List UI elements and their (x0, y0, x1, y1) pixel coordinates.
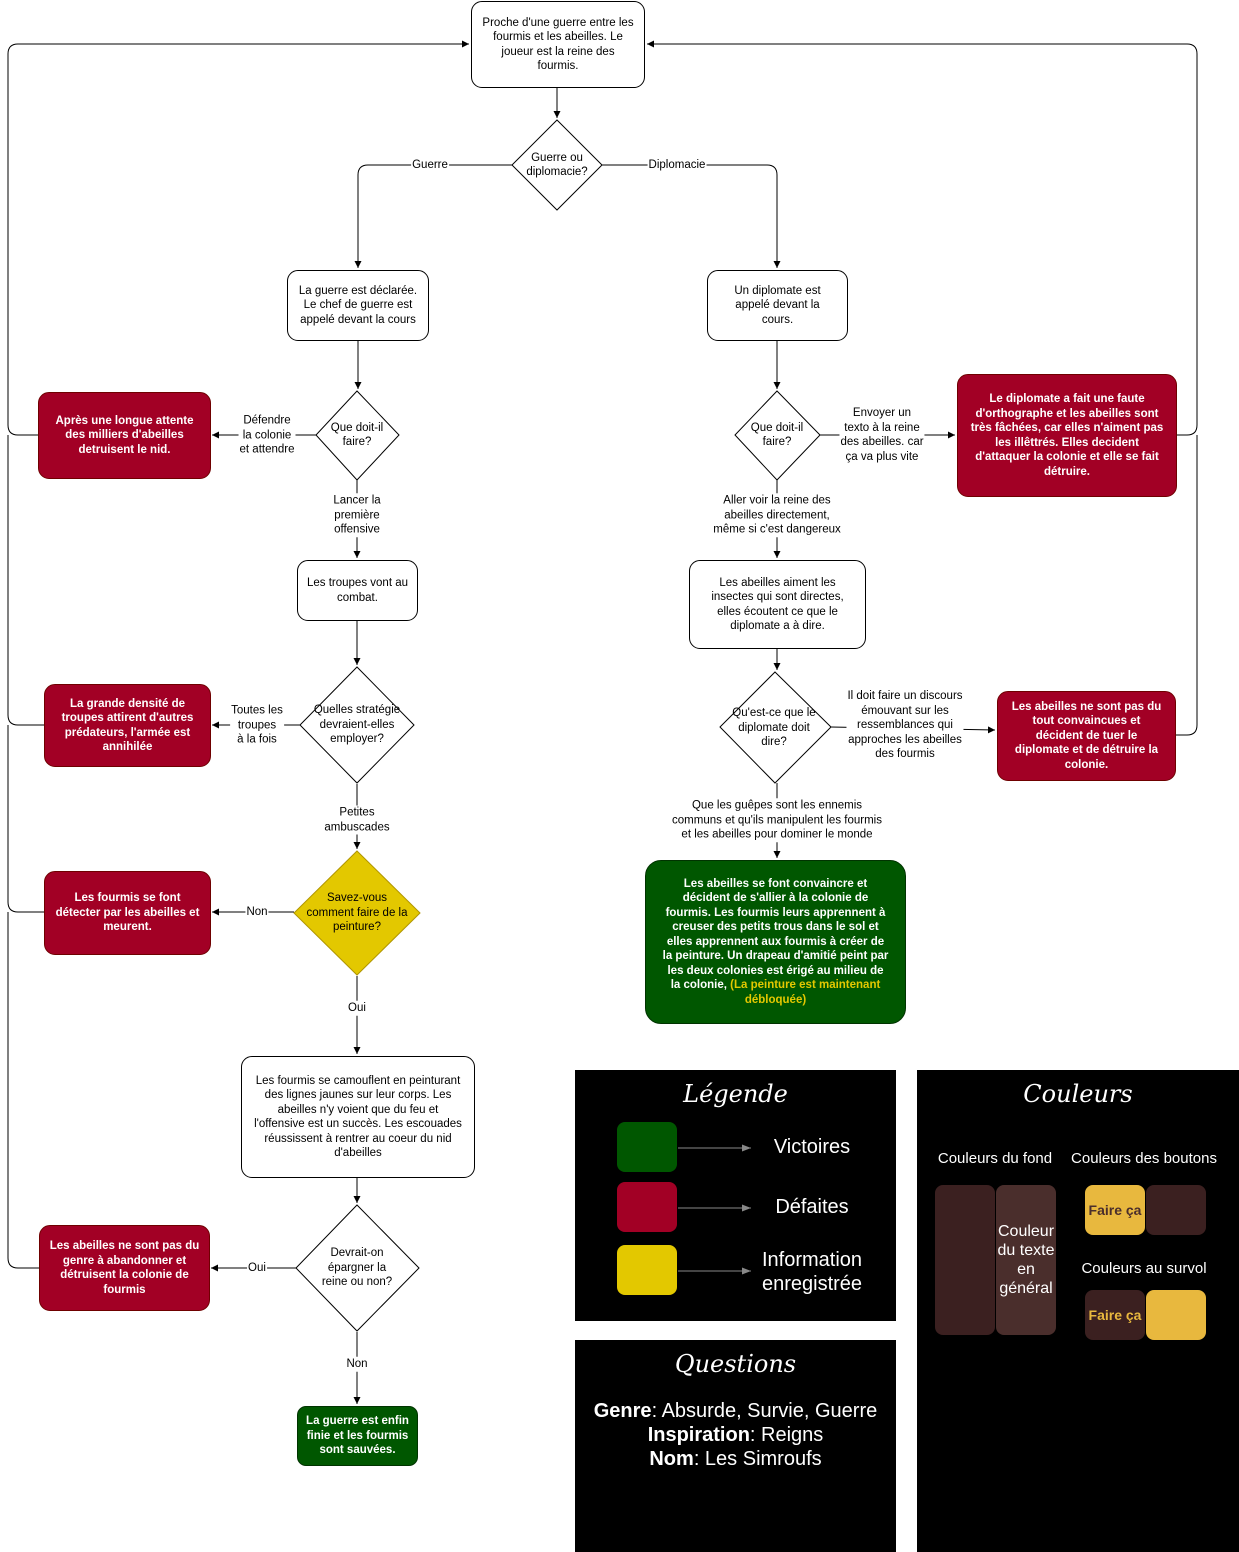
victory-main-text: Les abeilles se font convaincre et décid… (662, 877, 889, 992)
edge-label-oui-paint: Oui (347, 1000, 367, 1016)
legend-defeat-label: Défaites (775, 1196, 849, 1218)
nom-key: Nom (649, 1448, 694, 1470)
bees-like-node: Les abeilles aiment les insectes qui son… (689, 560, 866, 649)
defeat-speech-node: Les abeilles ne sont pas du tout convain… (997, 691, 1176, 781)
legend-victory-label: Victoires (773, 1136, 851, 1158)
start-node: Proche d'une guerre entre les fourmis et… (471, 1, 645, 88)
button-normal-bg-swatch (1146, 1185, 1206, 1235)
legend-defeat-swatch (617, 1182, 677, 1232)
button-hover-sample[interactable]: Faire ça (1085, 1290, 1145, 1340)
war-declared-node: La guerre est déclarée. Le chef de guerr… (287, 270, 429, 341)
legend-panel: Légende Victoires Défaites Information e… (575, 1070, 896, 1321)
decision-choice-text: Guerre ou diplomacie? (526, 151, 588, 179)
colors-panel: Couleurs Couleurs du fond Couleurs des b… (917, 1070, 1239, 1552)
camouflage-node: Les fourmis se camouflent en peinturant … (241, 1056, 475, 1178)
edge-label-lancer: Lancer la première offensive (332, 493, 382, 537)
background-dark-swatch (935, 1185, 995, 1335)
button-colors-title: Couleurs des boutons (1071, 1150, 1217, 1167)
genre-value: : Absurde, Survie, Guerre (651, 1400, 878, 1422)
questions-title: Questions (674, 1350, 797, 1378)
edge-label-petites: Petites ambuscades (323, 805, 391, 835)
defeat-detect-node: Les fourmis se font détecter par les abe… (44, 871, 211, 955)
troops-node: Les troupes vont au combat. (297, 560, 418, 621)
edge-label-diplomacie: Diplomacie (647, 157, 707, 173)
edge-label-toutes: Toutes les troupes à la fois (230, 703, 284, 747)
edge-label-non-spare: Non (345, 1356, 369, 1372)
decision-say-text: Qu'est-ce que le diplomate doit dire? (732, 707, 816, 749)
colors-title: Couleurs (1023, 1080, 1133, 1108)
decision-strategy-text: Quelles stratégie devraient-elles employ… (313, 704, 401, 746)
edge-label-discours: Il doit faire un discours émouvant sur l… (846, 688, 964, 762)
legend-victory-swatch (617, 1122, 677, 1172)
decision-diamond-choice (511, 119, 603, 211)
button-normal-sample[interactable]: Faire ça (1085, 1185, 1145, 1235)
decision-diamond-paint (293, 850, 421, 976)
defeat-text-node: Le diplomate a fait une faute d'orthogra… (957, 374, 1177, 497)
button-hover-bg-swatch (1146, 1290, 1206, 1340)
victory-main-node: Les abeilles se font convaincre et décid… (645, 860, 906, 1024)
decision-diamond-dip-what (734, 390, 821, 481)
decision-war-what-text: Que doit-il faire? (330, 421, 384, 449)
paint-unlocked-text: (La peinture est maintenant débloquée) (730, 979, 881, 1006)
edge-label-defendre: Défendre la colonie et attendre (238, 413, 296, 457)
question-inspiration: Inspiration: Reigns (575, 1423, 896, 1447)
inspiration-key: Inspiration (647, 1424, 750, 1446)
legend-info-label: Information enregistrée (761, 1249, 863, 1295)
inspiration-value: : Reigns (749, 1424, 824, 1446)
edge-label-oui-spare: Oui (247, 1260, 267, 1276)
edge-label-aller-voir: Aller voir la reine des abeilles directe… (712, 493, 842, 537)
legend-title: Légende (683, 1080, 788, 1108)
legend-arrows (678, 1144, 751, 1275)
background-colors-title: Couleurs du fond (937, 1150, 1053, 1167)
question-genre: Genre: Absurde, Survie, Guerre (575, 1399, 896, 1423)
decision-diamond-strategy (299, 666, 415, 784)
nom-value: : Les Simroufs (693, 1448, 822, 1470)
legend-info-swatch (617, 1245, 677, 1295)
defeat-density-node: La grande densité de troupes attirent d'… (44, 684, 211, 767)
defeat-wait-node: Après une longue attente des milliers d'… (38, 392, 211, 479)
decision-diamond-war-what (315, 390, 400, 481)
genre-key: Genre (593, 1400, 652, 1422)
question-nom: Nom: Les Simroufs (575, 1447, 896, 1471)
edge-label-texto: Envoyer un texto à la reine des abeilles… (839, 406, 925, 464)
decision-diamond-say (719, 671, 832, 784)
defeat-spare-node: Les abeilles ne sont pas du genre à aban… (39, 1225, 210, 1311)
diplomat-node: Un diplomate est appelé devant la cours. (707, 270, 848, 341)
edge-label-non-paint: Non (245, 904, 269, 920)
decision-dip-what-text: Que doit-il faire? (750, 421, 804, 449)
decision-diamond-spare (295, 1204, 420, 1332)
text-color-label: Couleur du texte en général (997, 1223, 1055, 1297)
hover-colors-title: Couleurs au survol (1081, 1260, 1207, 1277)
questions-panel: Questions Genre: Absurde, Survie, Guerre… (575, 1340, 896, 1552)
edge-label-guepes: Que les guêpes sont les ennemis communs … (671, 798, 883, 842)
background-text-swatch: Couleur du texte en général (996, 1185, 1056, 1335)
decision-paint-text: Savez-vous comment faire de la peinture? (306, 892, 408, 934)
decision-spare-text: Devrait-on épargner la reine ou non? (321, 1247, 393, 1289)
edge-label-guerre: Guerre (411, 157, 449, 173)
victory-war-node: La guerre est enfin finie et les fourmis… (297, 1406, 418, 1466)
